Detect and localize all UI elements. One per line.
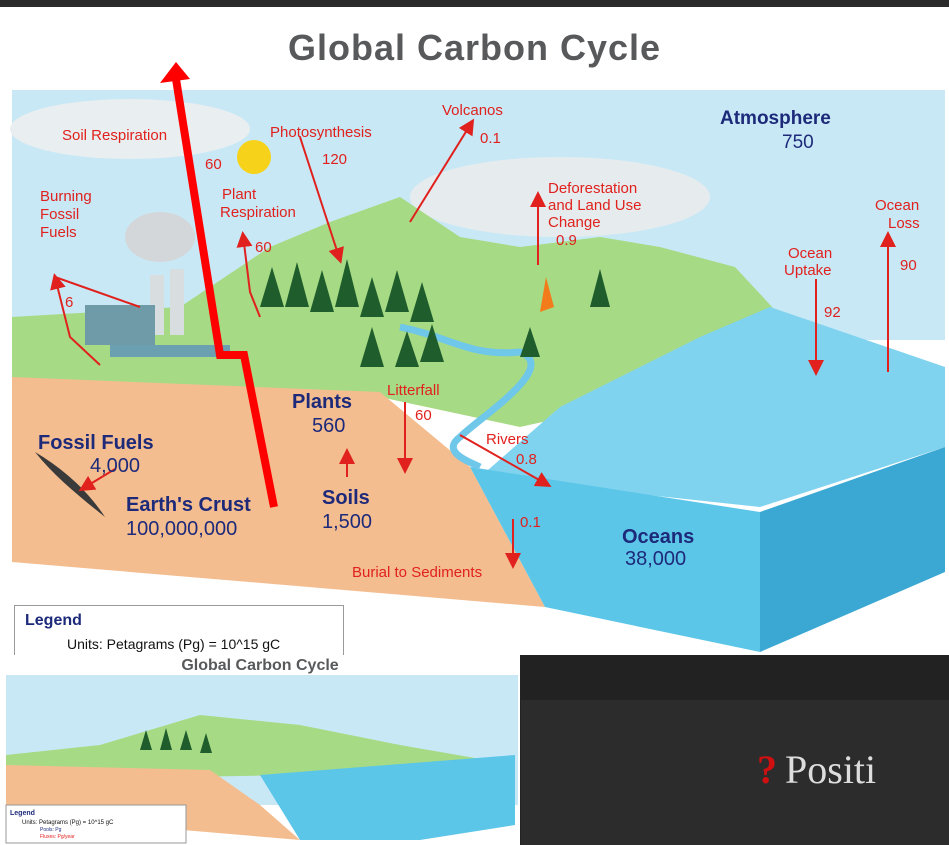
label-atmosphere: Atmosphere: [720, 108, 831, 129]
flux-arrow-fossil: [78, 468, 116, 492]
svg-text:Units: Petagrams (Pg) = 10^15: Units: Petagrams (Pg) = 10^15 gC: [22, 820, 114, 826]
label-photosynthesis: Photosynthesis: [270, 124, 372, 141]
value-litterfall: 60: [415, 407, 432, 424]
value-plant-respiration: 60: [255, 239, 272, 256]
label-plant-respiration-1: Plant: [222, 186, 257, 203]
fossil-deposit: [35, 452, 105, 517]
label-earths-crust: Earth's Crust: [126, 494, 251, 516]
slide: Global Carbon Cycle: [0, 7, 949, 663]
factory: [85, 212, 230, 357]
flux-arrow-burning: [50, 273, 101, 366]
label-plant-respiration-2: Respiration: [220, 204, 296, 221]
cloud: [410, 157, 710, 237]
flux-arrow-volcano: [409, 118, 475, 223]
value-soils: 1,500: [322, 511, 372, 533]
value-atmosphere: 750: [782, 132, 814, 153]
panel-text: Positi: [785, 747, 877, 792]
legend-units: Units: Petagrams (Pg) = 10^15 gC: [67, 636, 281, 652]
value-plants: 560: [312, 415, 345, 437]
label-burning-3: Fuels: [40, 224, 77, 241]
svg-text:Legend: Legend: [10, 810, 35, 817]
label-soils: Soils: [322, 487, 370, 509]
thumbnail-slide[interactable]: Global Carbon Cycle Legend Units: Petagr…: [0, 655, 520, 845]
label-ocean-loss-2: Loss: [888, 215, 920, 232]
label-fossil-fuels: Fossil Fuels: [38, 432, 154, 454]
value-ocean-uptake: 92: [824, 304, 841, 321]
label-litterfall: Litterfall: [387, 382, 440, 399]
label-soil-respiration: Soil Respiration: [62, 127, 167, 144]
value-rivers: 0.8: [516, 451, 537, 468]
label-ocean-loss-1: Ocean: [875, 197, 919, 214]
value-volcanos: 0.1: [480, 130, 501, 147]
value-sediment: 0.1: [520, 514, 541, 531]
label-ocean-uptake-2: Uptake: [784, 262, 832, 279]
legend-box: Legend Units: Petagrams (Pg) = 10^15 gC: [14, 605, 344, 663]
thumbnail-title: Global Carbon Cycle: [181, 657, 339, 674]
label-burial: Burial to Sediments: [352, 564, 482, 581]
page-title: Global Carbon Cycle: [287, 27, 662, 68]
value-deforestation: 0.9: [556, 232, 577, 249]
flux-arrow-photosynthesis: [299, 136, 344, 264]
svg-text:Pools: Pg: Pools: Pg: [40, 827, 62, 833]
label-oceans: Oceans: [622, 526, 694, 548]
carbon-cycle-diagram: Volcanos 0.1 Soil Respiration 60 Photosy…: [10, 62, 945, 652]
label-plants: Plants: [292, 391, 352, 413]
river: [399, 323, 535, 471]
fire: [540, 277, 554, 312]
overlay-red-arrow: [172, 78, 278, 508]
sun: [237, 140, 271, 174]
ocean-side: [760, 447, 945, 652]
label-deforestation-2: and Land Use: [548, 197, 641, 214]
flux-arrow-plant-respiration: [236, 231, 261, 318]
legend-title: Legend: [25, 612, 82, 629]
label-ocean-uptake-1: Ocean: [788, 245, 832, 262]
svg-text:Fluxes: Pg/year: Fluxes: Pg/year: [40, 834, 75, 840]
ocean-surface: [480, 307, 945, 507]
caption-panel: ? Positi: [521, 700, 949, 845]
value-burning: 6: [65, 294, 73, 311]
top-bar: [0, 0, 949, 7]
label-rivers: Rivers: [486, 431, 529, 448]
label-deforestation-1: Deforestation: [548, 180, 637, 197]
label-burning-2: Fossil: [40, 206, 79, 223]
earths-crust: [12, 377, 545, 607]
question-mark: ?: [757, 747, 777, 792]
value-oceans: 38,000: [625, 548, 686, 570]
value-photosynthesis: 120: [322, 151, 347, 168]
overlay-red-arrowhead: [160, 62, 190, 83]
label-burning-1: Burning: [40, 188, 92, 205]
ocean-body: [470, 467, 760, 652]
flux-arrow-rivers: [459, 434, 552, 487]
label-deforestation-3: Change: [548, 214, 601, 231]
value-earths-crust: 100,000,000: [126, 518, 237, 540]
label-volcanos: Volcanos: [442, 102, 503, 119]
value-ocean-loss: 90: [900, 257, 917, 274]
value-fossil-fuels: 4,000: [90, 455, 140, 477]
value-soil-respiration: 60: [205, 156, 222, 173]
thumbnail-diagram: Legend Units: Petagrams (Pg) = 10^15 gC …: [5, 675, 518, 844]
forest: [260, 259, 610, 367]
flux-arrow-burning-2: [54, 276, 141, 308]
